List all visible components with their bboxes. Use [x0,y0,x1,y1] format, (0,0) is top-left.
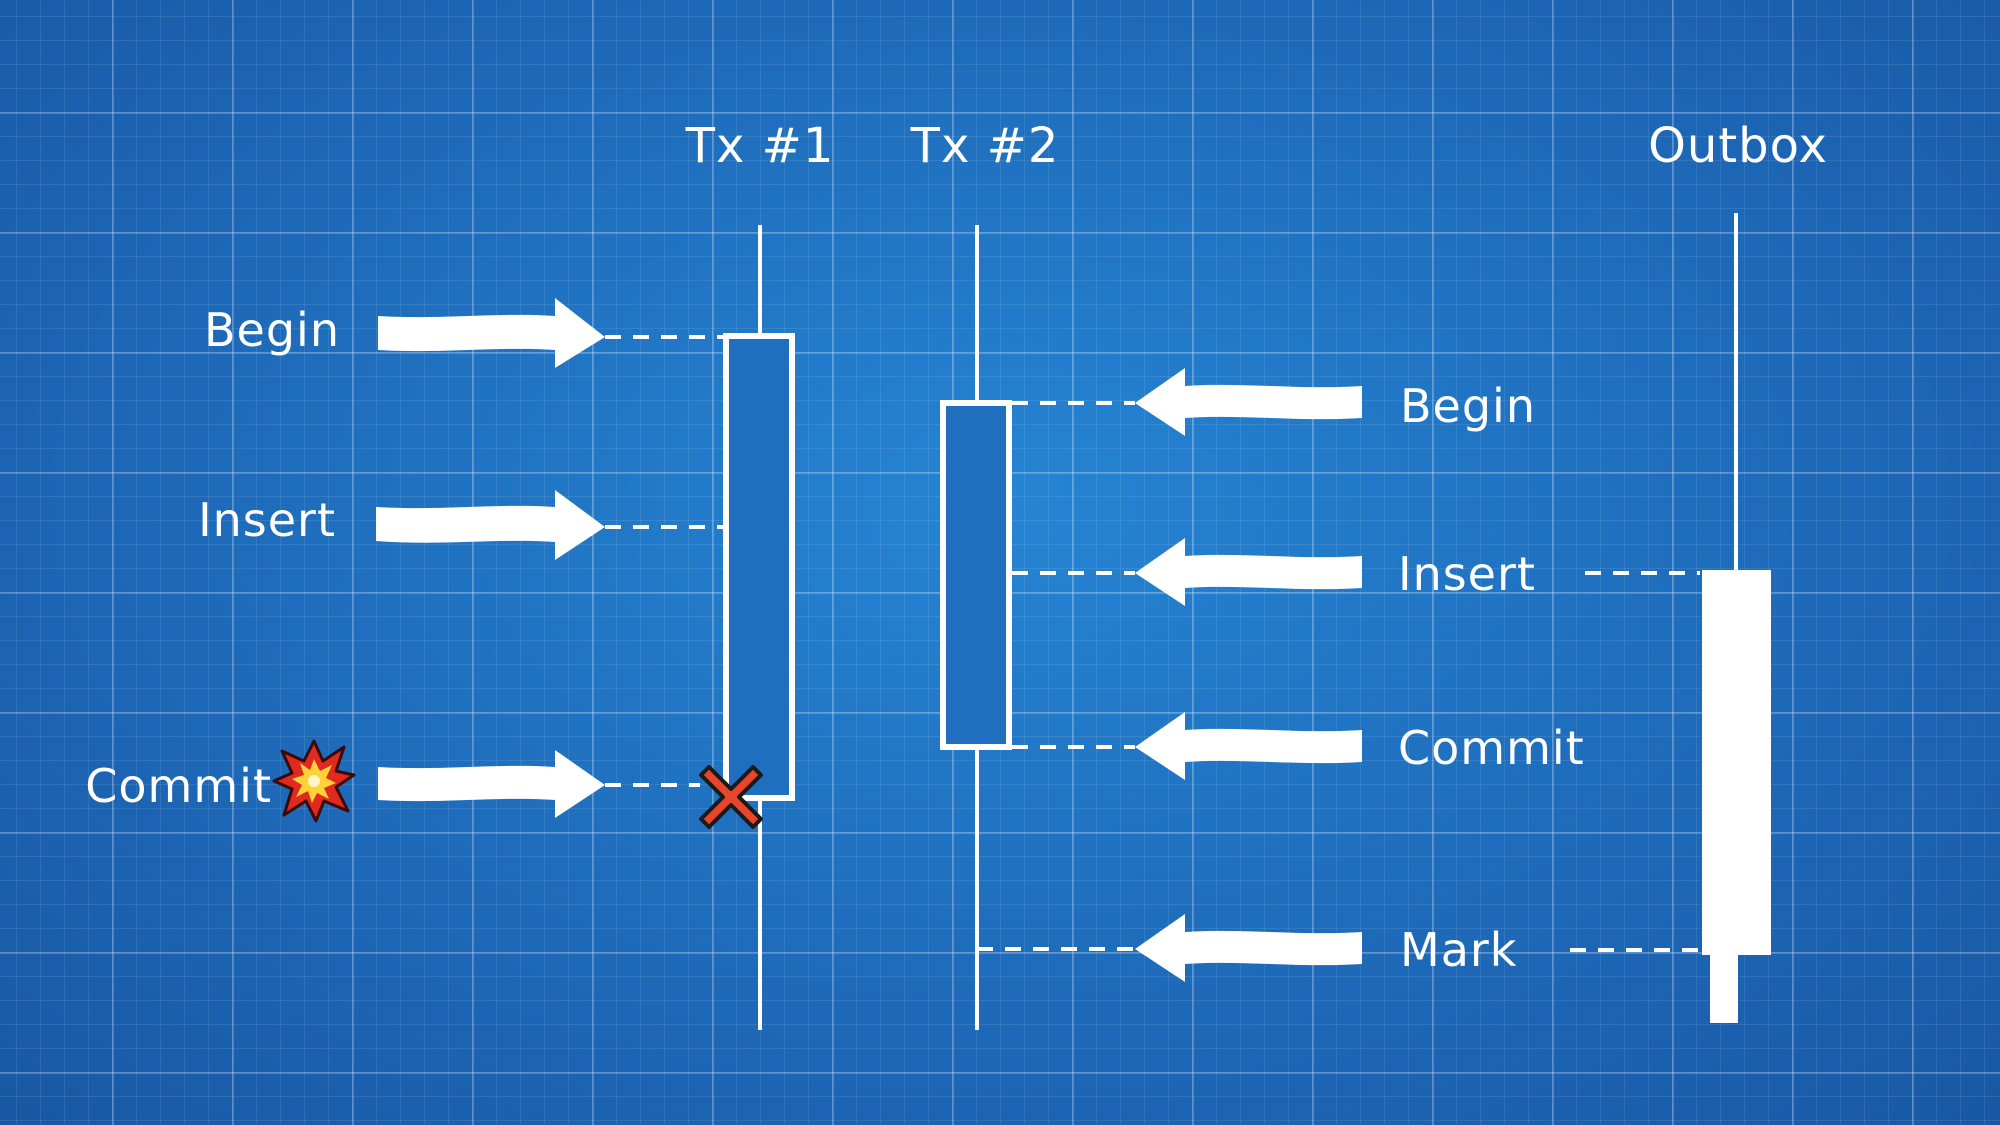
tx2-label-mark: Mark [1400,923,1517,977]
tx1-label-commit: Commit [85,759,272,813]
tx2-label-begin: Begin [1400,379,1536,433]
tx2-commit-arrow [1135,712,1362,780]
lane-title-tx2: Tx #2 [910,118,1060,174]
tx2-begin-arrow [1135,368,1362,436]
tx2-activation-box [940,400,1012,750]
lane-title-outbox: Outbox [1648,118,1828,174]
tx1-label-begin: Begin [204,303,340,357]
tx1-label-insert: Insert [198,493,336,547]
cross-icon [699,765,763,829]
lane-title-tx1: Tx #1 [685,118,835,174]
outbox-record-tail [1710,950,1738,1023]
tx2-insert-arrow [1135,538,1362,606]
tx2-label-commit: Commit [1398,721,1585,775]
tx1-commit-arrow [378,750,605,818]
tx2-mark-arrow [1135,914,1362,982]
tx1-insert-arrow [376,490,605,560]
explosion-icon [272,739,356,823]
tx2-label-insert: Insert [1398,547,1536,601]
tx1-activation-box [723,333,795,801]
tx1-begin-arrow [378,298,605,368]
outbox-record-bar [1702,570,1771,955]
